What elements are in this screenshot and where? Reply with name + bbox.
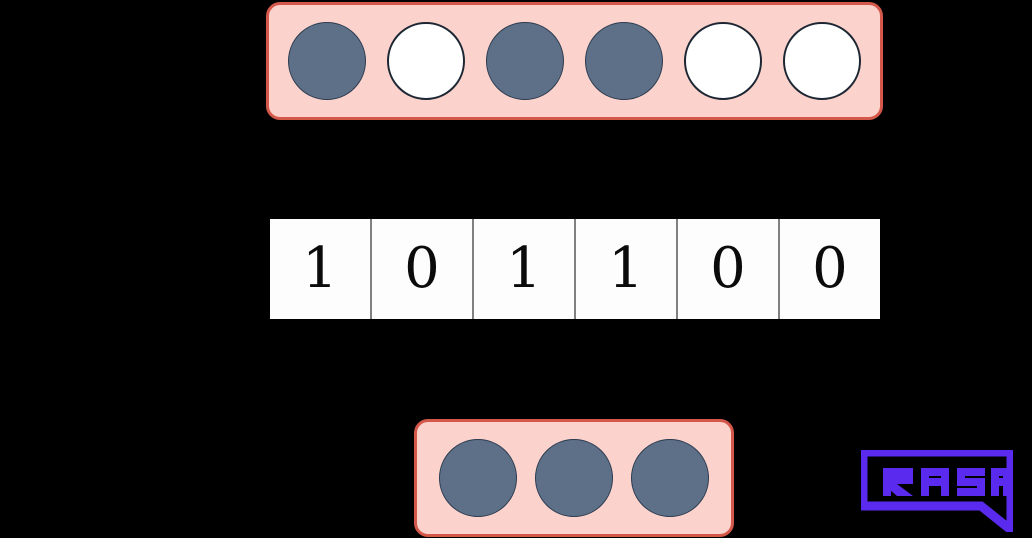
token-circle-filled: [486, 22, 564, 100]
token-circle-empty: [783, 22, 861, 100]
digit-cell: 1: [474, 219, 576, 319]
logo-letter-r-stem: [883, 468, 891, 496]
digit-cell: 1: [576, 219, 678, 319]
binary-digit-strip: 1 0 1 1 0 0: [270, 219, 880, 319]
token-circle-empty: [387, 22, 465, 100]
digit-cell: 1: [270, 219, 372, 319]
logo-letter-a1: [921, 468, 949, 496]
output-token-group: [414, 419, 734, 537]
logo-letter-a2: [991, 468, 1011, 496]
logo-letter-s: [957, 468, 985, 496]
token-circle-filled: [585, 22, 663, 100]
digit-cell: 0: [780, 219, 880, 319]
token-circle-filled: [535, 439, 613, 517]
rasa-logo-icon: [858, 447, 1016, 538]
digit-cell: 0: [678, 219, 780, 319]
input-token-group: [266, 2, 883, 120]
rasa-logo: [858, 447, 1016, 538]
token-circle-filled: [631, 439, 709, 517]
token-circle-filled: [288, 22, 366, 100]
digit-cell: 0: [372, 219, 474, 319]
token-circle-empty: [684, 22, 762, 100]
speech-bubble-outline: [858, 447, 1016, 538]
token-circle-filled: [439, 439, 517, 517]
